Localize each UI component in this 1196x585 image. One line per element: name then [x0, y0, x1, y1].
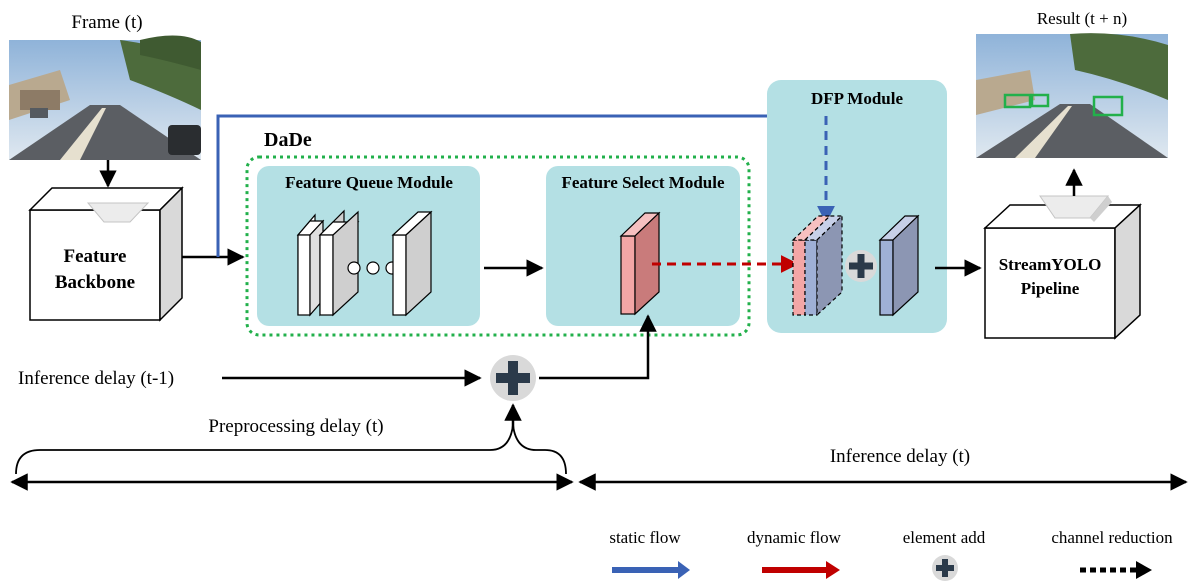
delay-element-add-icon	[490, 355, 536, 401]
result-label: Result (t + n)	[1037, 9, 1127, 28]
selected-feature-map	[619, 211, 661, 316]
frame-label: Frame (t)	[71, 12, 142, 33]
streamyolo-label-line2: Pipeline	[1021, 279, 1080, 298]
detection-box-2	[1030, 93, 1050, 108]
legend-element-add-label: element add	[903, 528, 986, 547]
input-frame-image	[9, 35, 201, 160]
dade-label: DaDe	[264, 129, 312, 151]
dade-region	[245, 155, 751, 337]
preprocessing-delay-label: Preprocessing delay (t)	[208, 416, 383, 437]
legend-plus-circle-icon	[932, 555, 958, 581]
detection-box-1	[1003, 93, 1032, 109]
streamyolo-pipeline-box	[983, 195, 1142, 340]
add-to-select-arrow	[539, 314, 657, 380]
feature-backbone-label-line1: Feature	[64, 246, 127, 267]
legend-channel-reduction-label: channel reduction	[1051, 528, 1173, 547]
legend-static-flow-label: static flow	[609, 528, 681, 547]
feature-backbone-label-line2: Backbone	[55, 272, 135, 293]
dfp-stacked-features	[791, 214, 844, 317]
queue-dot-1	[347, 261, 361, 275]
dfp-module-label: DFP Module	[811, 89, 904, 108]
feature-select-module-label: Feature Select Module	[561, 173, 724, 192]
queue-dot-2	[366, 261, 380, 275]
inference-delay-prev-label: Inference delay (t-1)	[18, 368, 174, 389]
inference-delay-label: Inference delay (t)	[830, 446, 970, 467]
detection-box-3	[1092, 95, 1124, 117]
legend: static flow dynamic flow element add cha…	[609, 528, 1173, 581]
dfp-element-add-icon	[845, 250, 877, 282]
streamyolo-label-line1: StreamYOLO	[999, 255, 1102, 274]
feature-queue-stack	[296, 209, 433, 317]
dfp-output-feature	[878, 214, 920, 317]
legend-dynamic-flow-label: dynamic flow	[747, 528, 842, 547]
feature-backbone-box	[28, 186, 184, 322]
result-frame-image	[976, 33, 1168, 158]
feature-queue-module-label: Feature Queue Module	[285, 173, 453, 192]
